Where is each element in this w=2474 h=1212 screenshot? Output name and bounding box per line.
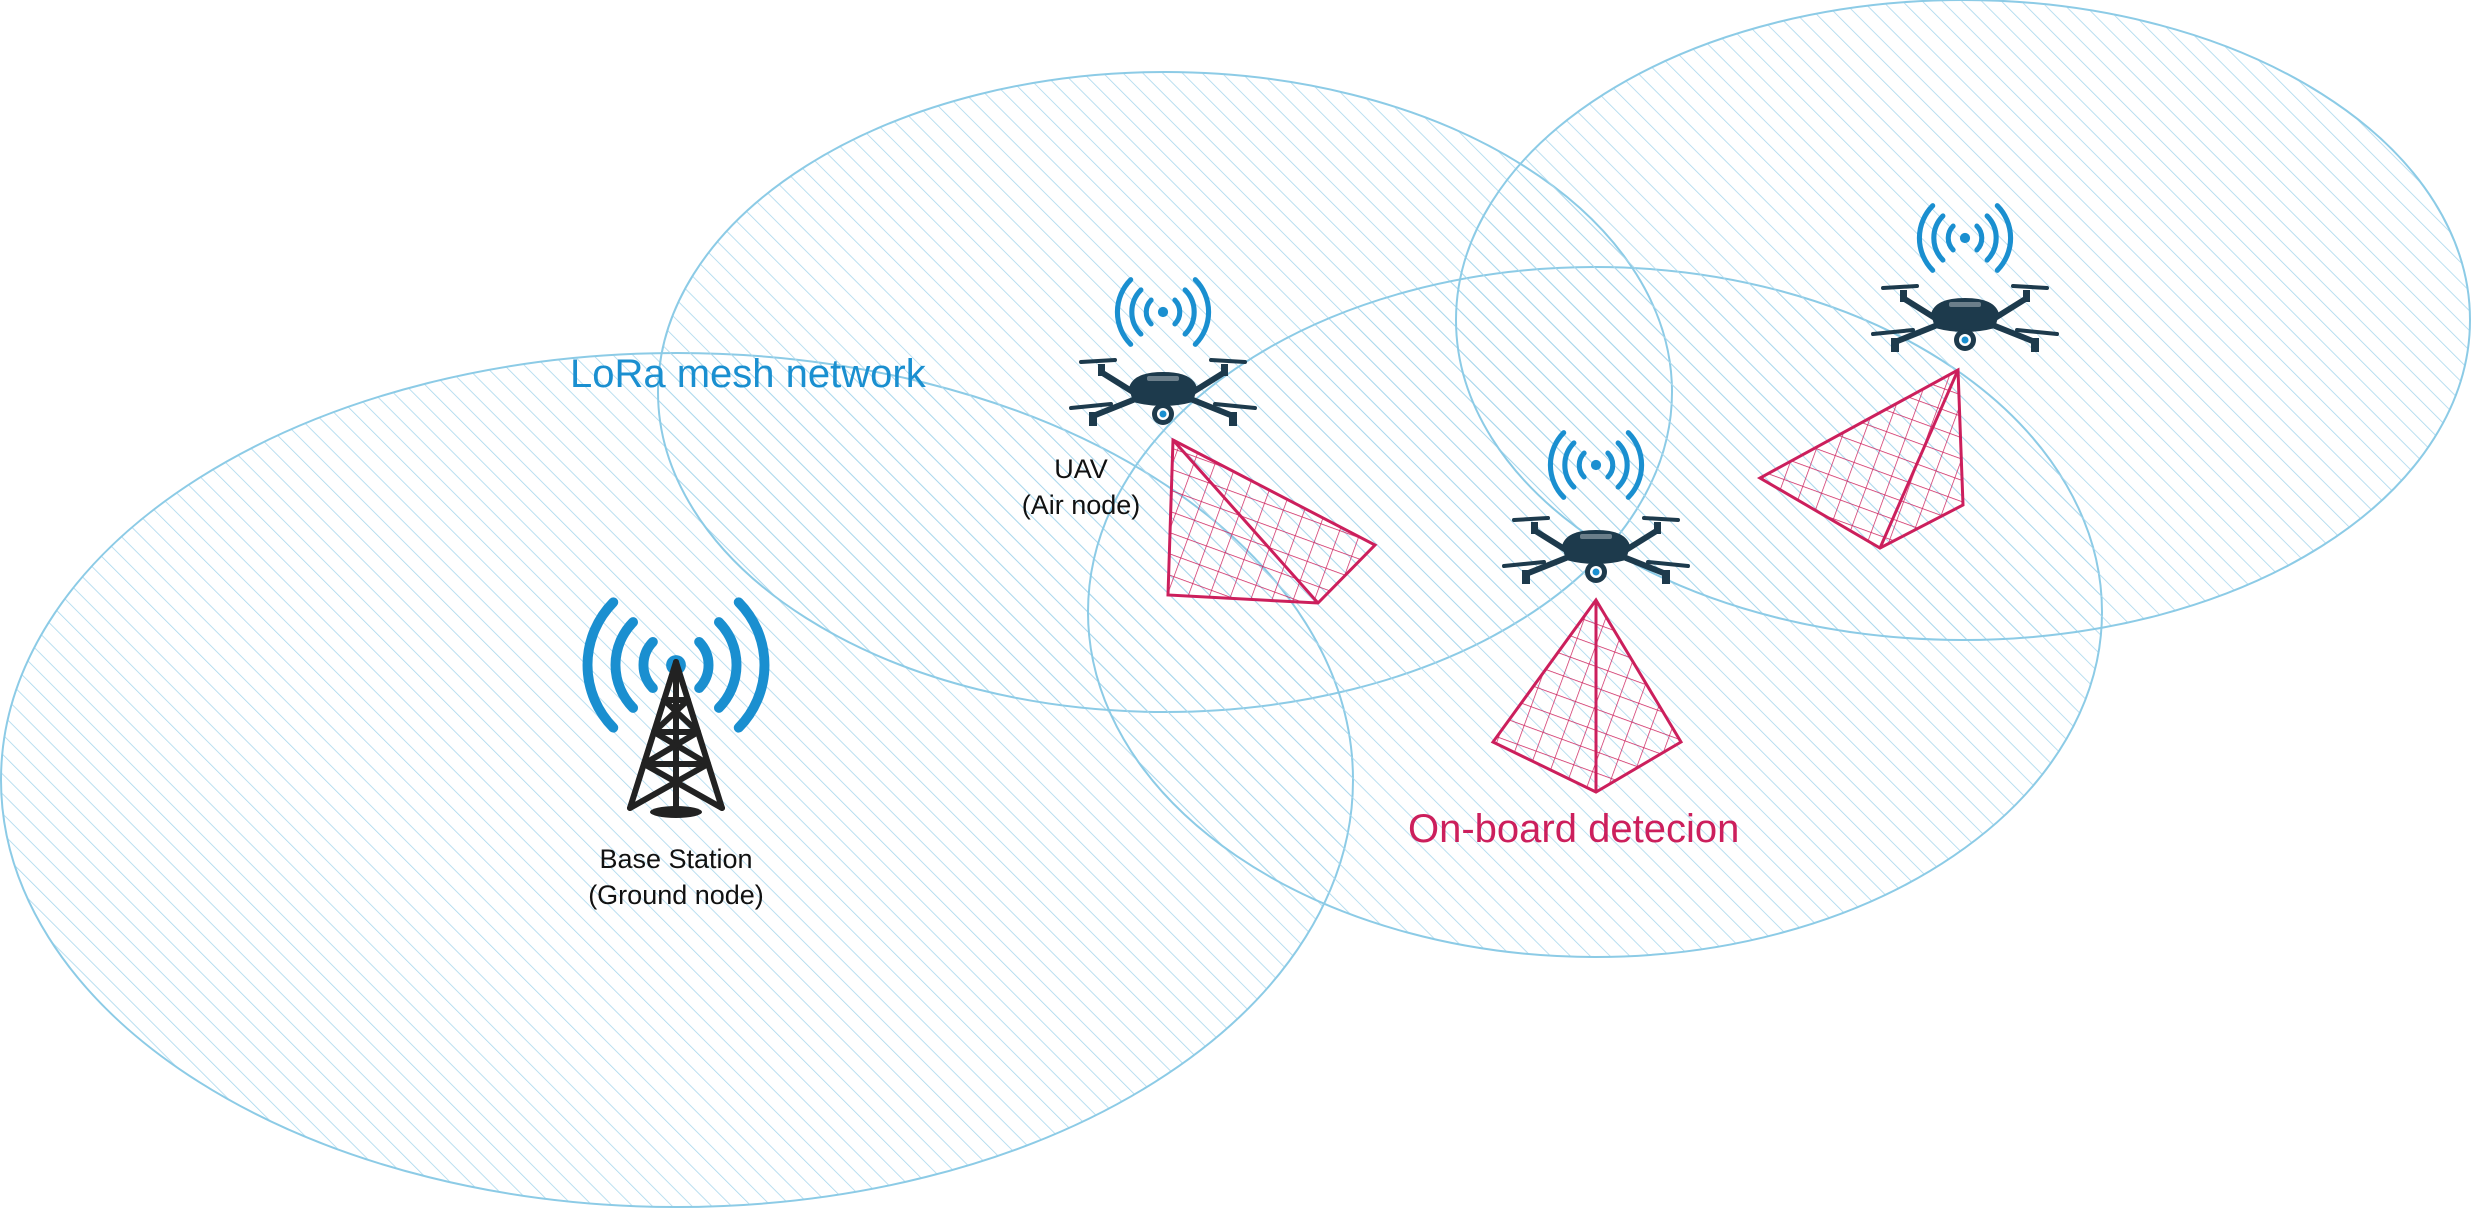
radio-tower-icon xyxy=(627,659,725,818)
detection-label: On-board detecion xyxy=(1408,807,1739,851)
uav-label: UAV xyxy=(1054,454,1108,484)
base-station xyxy=(588,602,765,818)
base-station-sublabel: (Ground node) xyxy=(588,880,764,910)
network-label: LoRa mesh network xyxy=(570,352,927,396)
uav-sublabel: (Air node) xyxy=(1022,490,1141,520)
base-station-label: Base Station xyxy=(599,844,752,874)
detection-area-uav-3 xyxy=(1756,367,1965,550)
detection-area-uav-1 xyxy=(1166,437,1378,605)
detection-area-uav-2 xyxy=(1490,597,1684,794)
